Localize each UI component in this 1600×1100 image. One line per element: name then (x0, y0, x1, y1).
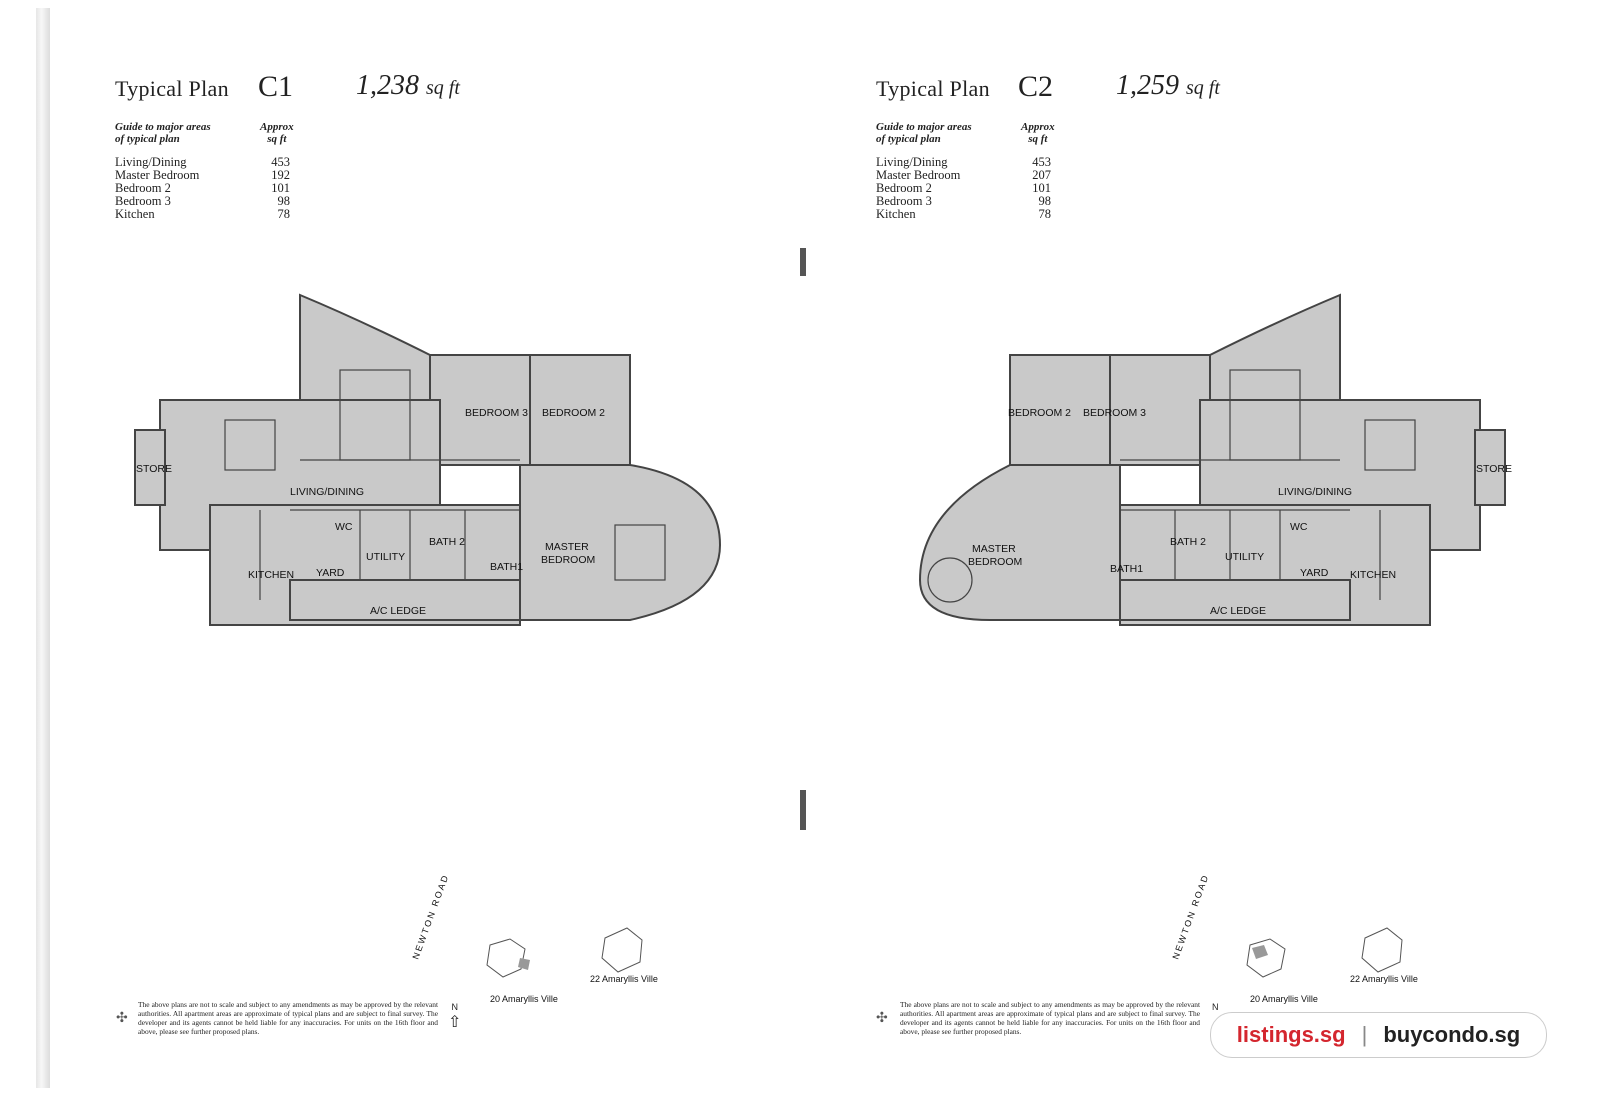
compass-north-icon: N (1212, 1002, 1219, 1012)
bedroom3-block (1109, 354, 1211, 466)
watermark-separator: | (1361, 1022, 1368, 1047)
floor-plan-drawing: STORE LIVING/DINING BEDROOM 3 BEDROOM 2 … (880, 280, 1520, 640)
ac-ledge (1119, 579, 1351, 621)
block-22-label: 22 Amaryllis Ville (590, 974, 658, 984)
book-binding (36, 8, 50, 1088)
plan-code: C2 (1018, 70, 1054, 103)
label-living: LIVING/DINING (290, 486, 364, 498)
label-bedroom2: BEDROOM 2 (1008, 407, 1071, 419)
plan-title: Typical Plan (876, 76, 990, 101)
label-yard: YARD (1300, 567, 1329, 579)
watermark-site-a[interactable]: listings.sg (1236, 1022, 1346, 1047)
label-bedroom3: BEDROOM 3 (465, 407, 528, 419)
label-master: MASTER (972, 543, 1016, 555)
plan-page-c1: Typical Plan C1 1,238 sq ft Guide to maj… (115, 70, 760, 1036)
label-living: LIVING/DINING (1278, 486, 1352, 498)
page-fold-mark (800, 248, 806, 276)
label-yard: YARD (316, 567, 345, 579)
label-bath2: BATH 2 (429, 536, 465, 548)
block-22-label: 22 Amaryllis Ville (1350, 974, 1418, 984)
plan-area: 1,238 sq ft (356, 70, 460, 101)
label-ac-ledge: A/C LEDGE (1210, 605, 1266, 617)
plan-code: C1 (258, 70, 294, 103)
label-bedroom2: BEDROOM 2 (542, 407, 605, 419)
block-20-label: 20 Amaryllis Ville (490, 994, 558, 1004)
master-wing (918, 464, 1121, 621)
label-bath1: BATH1 (1110, 563, 1143, 575)
master-wing (519, 464, 722, 621)
watermark-site-b[interactable]: buycondo.sg (1383, 1022, 1521, 1047)
label-wc: WC (1290, 521, 1308, 533)
road-label: NEWTON ROAD (410, 872, 450, 960)
label-master-bedroom: BEDROOM (968, 556, 1022, 568)
developer-logo-icon: ✣ (876, 1011, 888, 1026)
site-locator-map: NEWTON ROAD 20 Amaryllis Ville 22 Amaryl… (400, 820, 760, 1020)
label-master-bedroom: BEDROOM (541, 554, 595, 566)
disclaimer-text: The above plans are not to scale and sub… (138, 1000, 438, 1036)
label-utility: UTILITY (366, 551, 405, 563)
block-20-label: 20 Amaryllis Ville (1250, 994, 1318, 1004)
label-utility: UTILITY (1225, 551, 1264, 563)
road-label: NEWTON ROAD (1170, 872, 1210, 960)
label-bedroom3: BEDROOM 3 (1083, 407, 1146, 419)
page-fold-mark (800, 790, 806, 830)
compass-north-icon: N⇧ (448, 1002, 462, 1031)
label-store: STORE (136, 463, 172, 475)
floor-plan-drawing: STORE LIVING/DINING BEDROOM 3 BEDROOM 2 … (120, 280, 760, 640)
label-bath2: BATH 2 (1170, 536, 1206, 548)
plan-page-c2: Typical Plan C2 1,259 sq ft Guide to maj… (780, 0, 1580, 1100)
plan-title: Typical Plan (115, 76, 229, 101)
label-store: STORE (1476, 463, 1512, 475)
label-bath1: BATH1 (490, 561, 523, 573)
label-master: MASTER (545, 541, 589, 553)
label-kitchen: KITCHEN (248, 569, 294, 581)
label-ac-ledge: A/C LEDGE (370, 605, 426, 617)
disclaimer-text: The above plans are not to scale and sub… (900, 1000, 1200, 1036)
label-wc: WC (335, 521, 353, 533)
plan-area: 1,259 sq ft (1116, 70, 1220, 101)
ac-ledge (289, 579, 521, 621)
bedroom2-block (529, 354, 631, 466)
bedroom2-block (1009, 354, 1111, 466)
label-kitchen: KITCHEN (1350, 569, 1396, 581)
store-block (134, 429, 166, 506)
store-block (1474, 429, 1506, 506)
developer-logo-icon: ✣ (116, 1011, 128, 1026)
site-locator-map: NEWTON ROAD 20 Amaryllis Ville 22 Amaryl… (1160, 820, 1520, 1020)
watermark-badge[interactable]: listings.sg | buycondo.sg (1210, 1012, 1547, 1058)
